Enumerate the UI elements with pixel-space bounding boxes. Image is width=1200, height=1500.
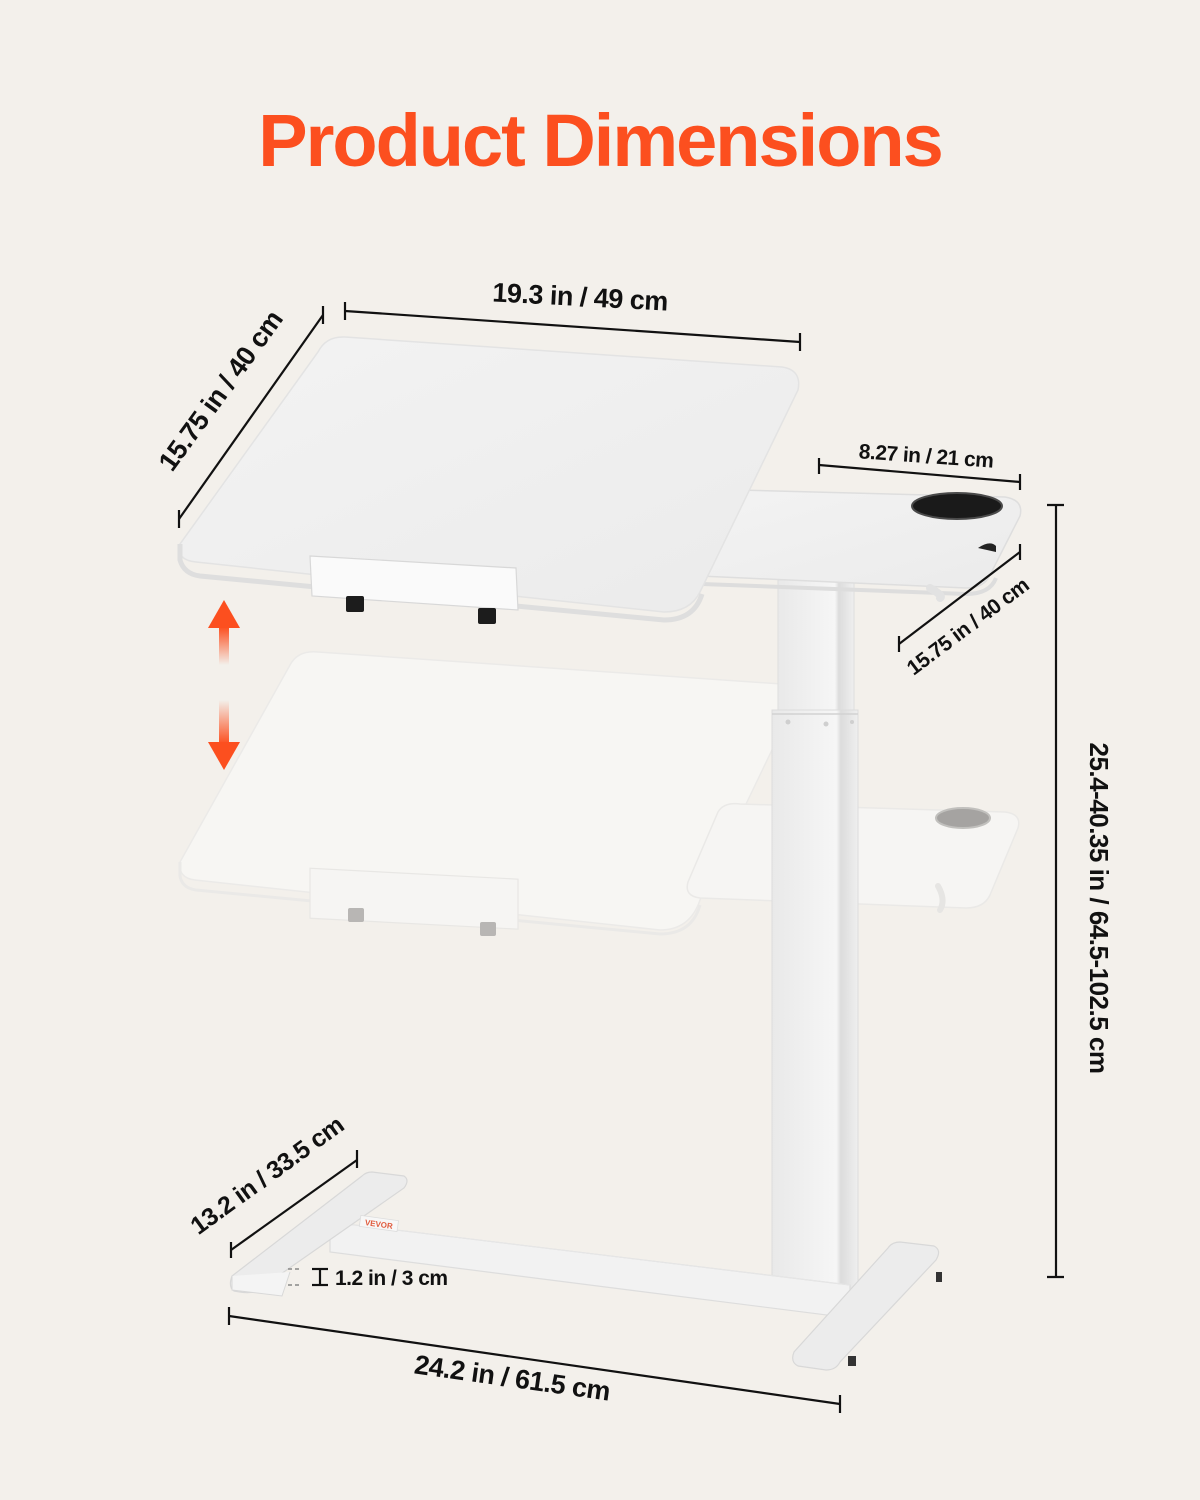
side-tray-width-label: 8.27 in / 21 cm (858, 440, 994, 472)
dimension-base-length: 24.2 in / 61.5 cm (227, 1307, 842, 1413)
tilt-knob-icon (346, 596, 364, 612)
dimension-side-tray-width: 8.27 in / 21 cm (817, 440, 1022, 490)
base-foot-height-label: 1.2 in / 3 cm (335, 1267, 448, 1290)
page-title: Product Dimensions (258, 99, 944, 182)
brand-label: VEVOR (364, 1218, 393, 1231)
desktop-width-label: 19.3 in / 49 cm (492, 277, 669, 316)
base-length-label: 24.2 in / 61.5 cm (413, 1349, 612, 1406)
dimension-base-foot-height: 1.2 in / 3 cm (288, 1267, 448, 1290)
double-arrow-vertical-icon (208, 600, 240, 770)
height-range-label: 25.4-40.35 in / 64.5-102.5 cm (1084, 743, 1114, 1074)
lower-position-ghost (178, 651, 1020, 936)
desktop-upper (177, 336, 800, 624)
dimension-desktop-width: 19.3 in / 49 cm (343, 277, 802, 351)
base-frame: VEVOR (229, 1171, 942, 1371)
lift-column (771, 579, 859, 1301)
cup-holder (911, 492, 1003, 520)
dimension-height-range: 25.4-40.35 in / 64.5-102.5 cm (1047, 503, 1114, 1279)
tilt-knob-icon (478, 608, 496, 624)
